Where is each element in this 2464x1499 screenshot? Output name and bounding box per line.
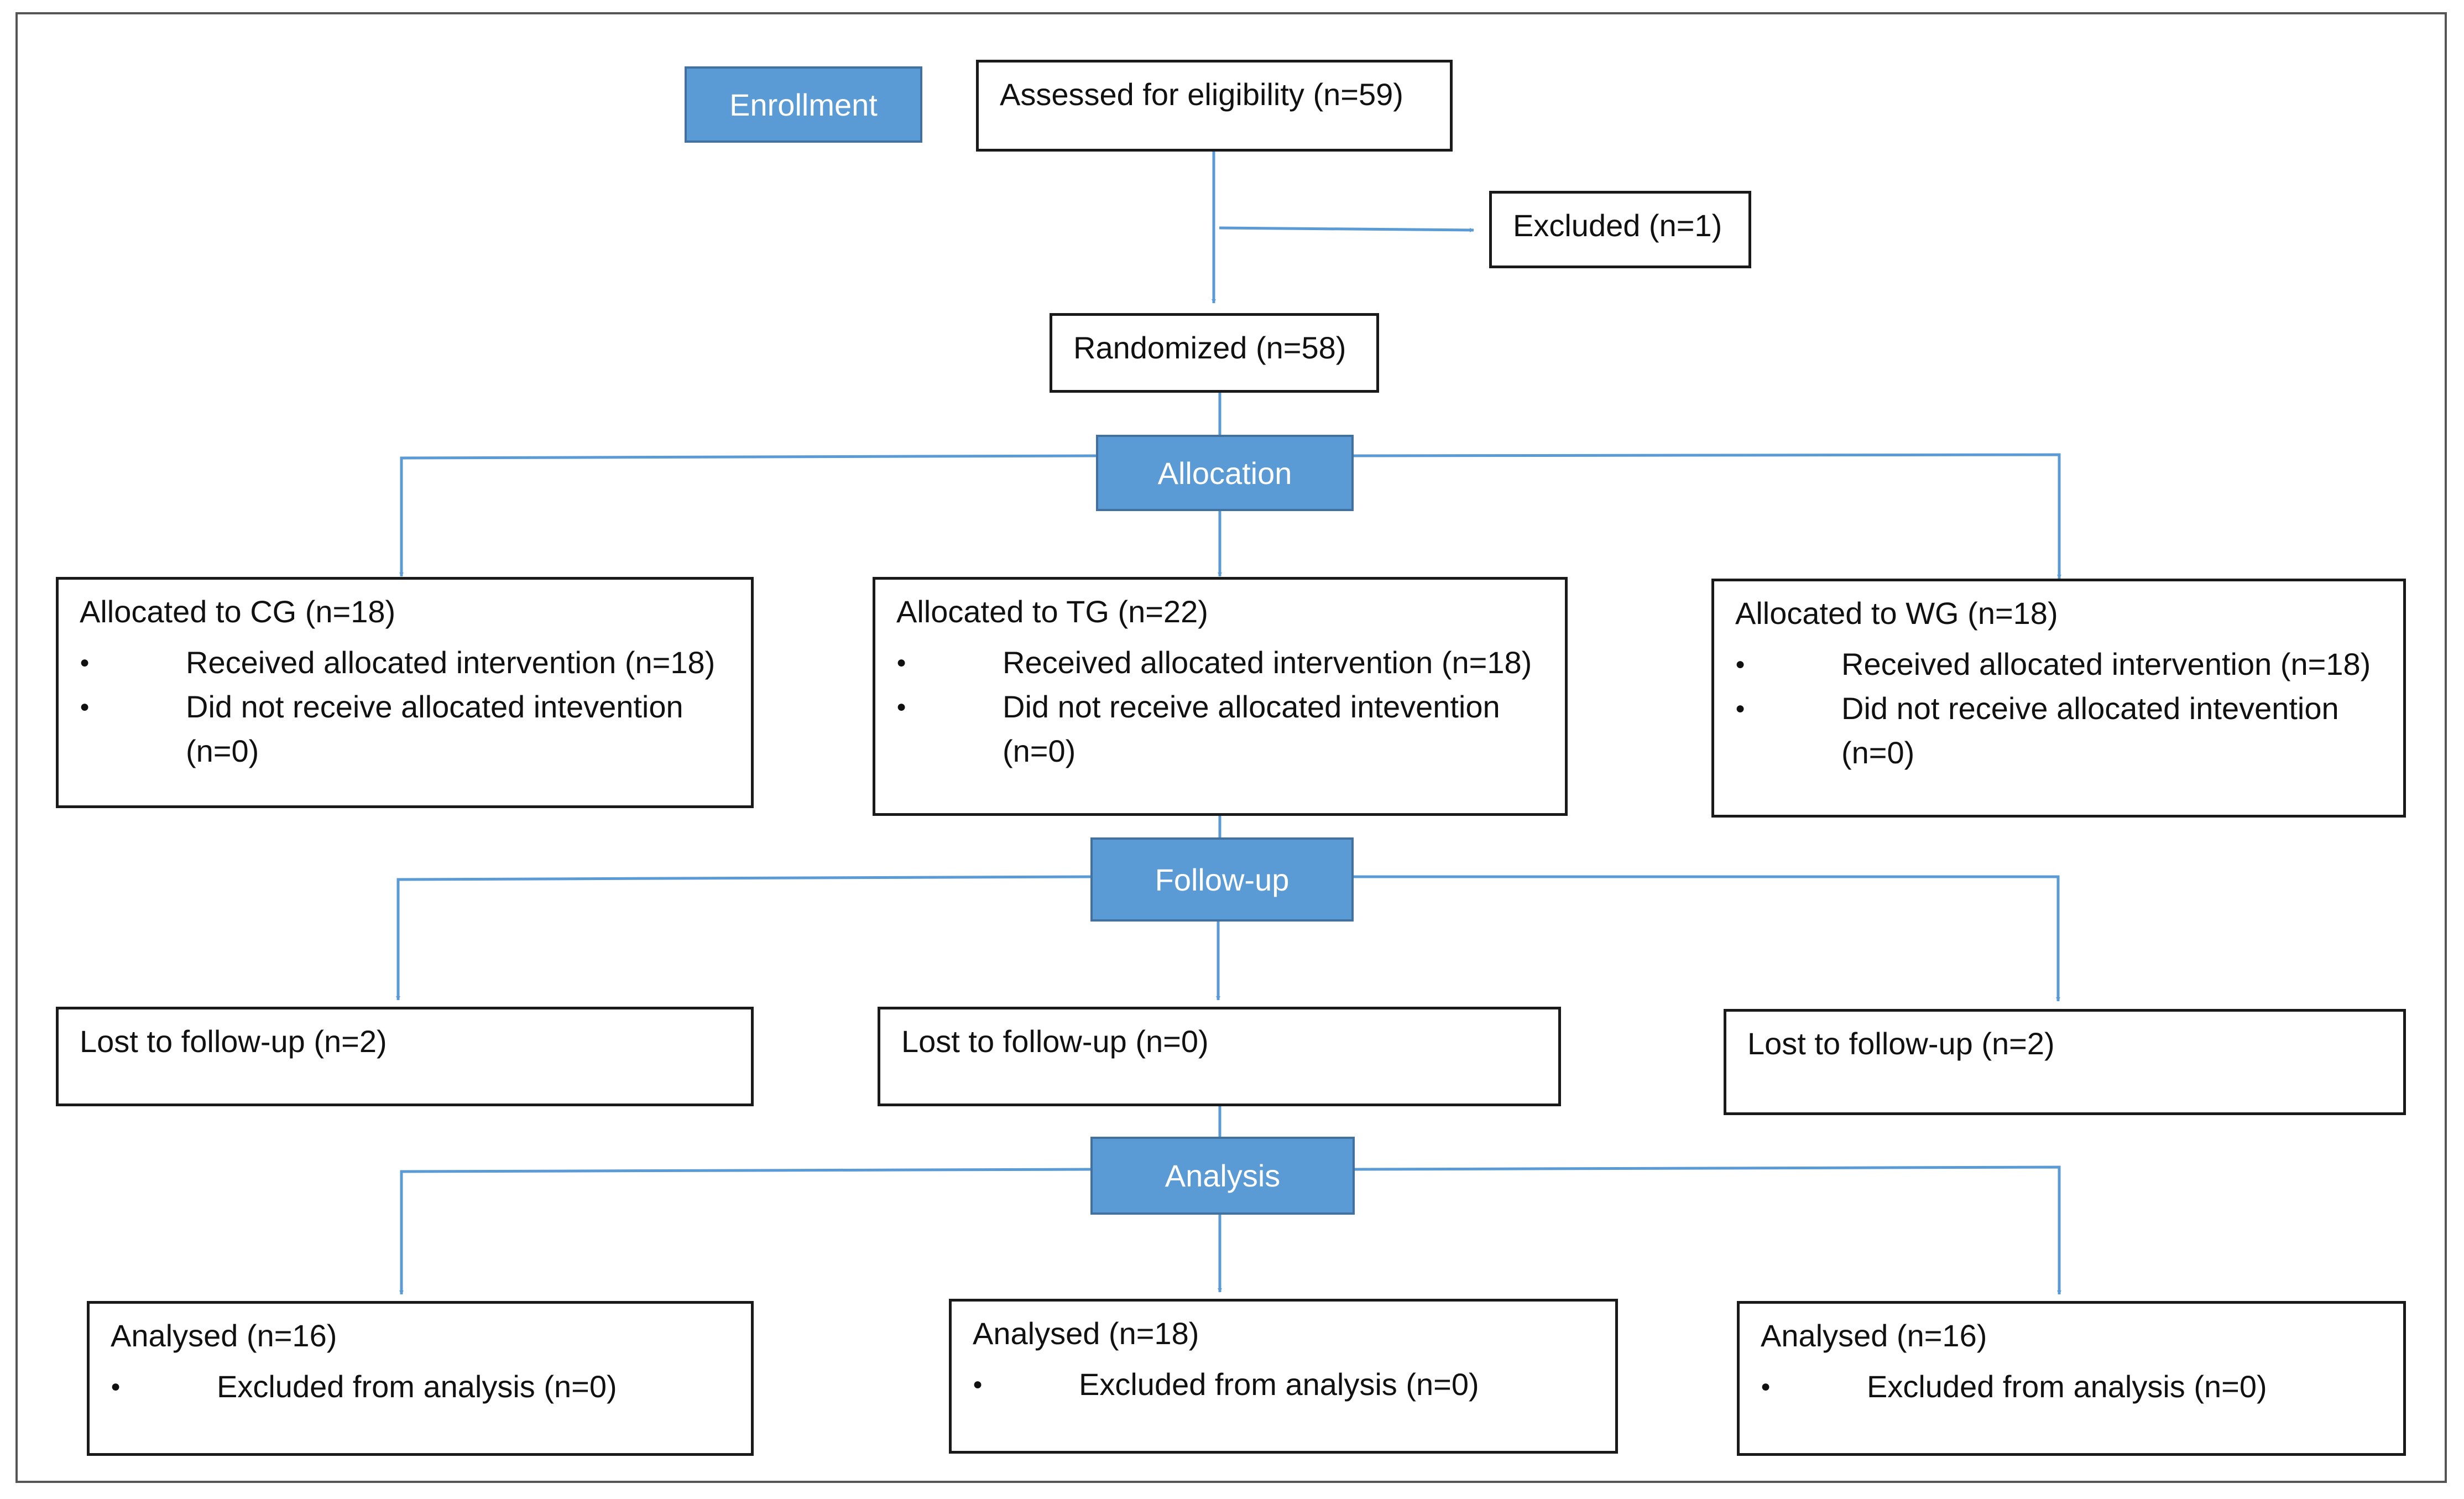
analysis-cg-list: Excluded from analysis (n=0) <box>111 1365 730 1409</box>
allocation-tg-list: Received allocated intervention (n=18) D… <box>896 641 1544 773</box>
diagram-frame <box>15 12 2447 1483</box>
assessed-label: Assessed for eligibility (n=59) <box>1000 77 1403 112</box>
allocation-tg-not-received: Did not receive allocated intevention (n… <box>896 685 1544 773</box>
allocation-cg-received: Received allocated intervention (n=18) <box>80 641 730 685</box>
allocation-cg-box: Allocated to CG (n=18) Received allocate… <box>56 577 754 808</box>
stage-allocation-label: Allocation <box>1157 455 1292 491</box>
connector-excluded <box>1219 226 1474 232</box>
stage-followup-label: Follow-up <box>1155 862 1290 897</box>
allocation-wg-not-received: Did not receive allocated intevention (n… <box>1735 686 2382 775</box>
analysis-tg-list: Excluded from analysis (n=0) <box>973 1362 1594 1407</box>
connector-followup-wg <box>1353 875 2060 1002</box>
analysis-wg-box: Analysed (n=16) Excluded from analysis (… <box>1737 1301 2406 1456</box>
connector-followup-cg <box>396 875 1091 1001</box>
allocation-tg-received: Received allocated intervention (n=18) <box>896 641 1544 685</box>
connector-analysis-cg <box>399 1168 1091 1295</box>
followup-tg-label: Lost to follow-up (n=0) <box>901 1024 1209 1059</box>
allocation-cg-title: Allocated to CG (n=18) <box>80 594 396 629</box>
randomized-box: Randomized (n=58) <box>1050 313 1379 393</box>
allocation-cg-list: Received allocated intervention (n=18) D… <box>80 641 730 773</box>
allocation-wg-title: Allocated to WG (n=18) <box>1735 596 2058 631</box>
assessed-box: Assessed for eligibility (n=59) <box>976 60 1453 152</box>
analysis-tg-box: Analysed (n=18) Excluded from analysis (… <box>949 1299 1618 1454</box>
followup-tg-box: Lost to follow-up (n=0) <box>878 1007 1561 1106</box>
followup-wg-box: Lost to follow-up (n=2) <box>1724 1009 2406 1115</box>
stage-enrollment: Enrollment <box>685 66 922 143</box>
stage-analysis: Analysis <box>1090 1137 1355 1215</box>
followup-cg-label: Lost to follow-up (n=2) <box>80 1024 387 1059</box>
analysis-tg-title: Analysed (n=18) <box>973 1316 1199 1351</box>
analysis-wg-list: Excluded from analysis (n=0) <box>1761 1365 2382 1409</box>
allocation-wg-received: Received allocated intervention (n=18) <box>1735 642 2382 686</box>
allocation-wg-box: Allocated to WG (n=18) Received allocate… <box>1711 579 2406 818</box>
analysis-cg-excluded: Excluded from analysis (n=0) <box>111 1365 730 1409</box>
excluded-box: Excluded (n=1) <box>1489 191 1751 268</box>
allocation-tg-box: Allocated to TG (n=22) Received allocate… <box>873 577 1568 816</box>
followup-wg-label: Lost to follow-up (n=2) <box>1747 1026 2055 1061</box>
excluded-label: Excluded (n=1) <box>1513 208 1722 243</box>
connector-analysis-wg <box>1354 1165 2061 1295</box>
allocation-tg-title: Allocated to TG (n=22) <box>896 594 1208 629</box>
allocation-cg-not-received: Did not receive allocated intevention (n… <box>80 685 730 773</box>
stage-allocation: Allocation <box>1096 435 1354 511</box>
analysis-cg-box: Analysed (n=16) Excluded from analysis (… <box>87 1301 754 1456</box>
connector-allocation-wg <box>1352 453 2061 579</box>
randomized-label: Randomized (n=58) <box>1073 330 1346 365</box>
analysis-wg-excluded: Excluded from analysis (n=0) <box>1761 1365 2382 1409</box>
stage-analysis-label: Analysis <box>1165 1158 1281 1193</box>
followup-cg-box: Lost to follow-up (n=2) <box>56 1007 754 1106</box>
analysis-tg-excluded: Excluded from analysis (n=0) <box>973 1362 1594 1407</box>
analysis-cg-title: Analysed (n=16) <box>111 1318 337 1353</box>
stage-followup: Follow-up <box>1090 837 1354 922</box>
allocation-wg-list: Received allocated intervention (n=18) D… <box>1735 642 2382 775</box>
connector-allocation-cg <box>399 454 1097 577</box>
stage-enrollment-label: Enrollment <box>729 87 878 122</box>
analysis-wg-title: Analysed (n=16) <box>1761 1318 1987 1353</box>
